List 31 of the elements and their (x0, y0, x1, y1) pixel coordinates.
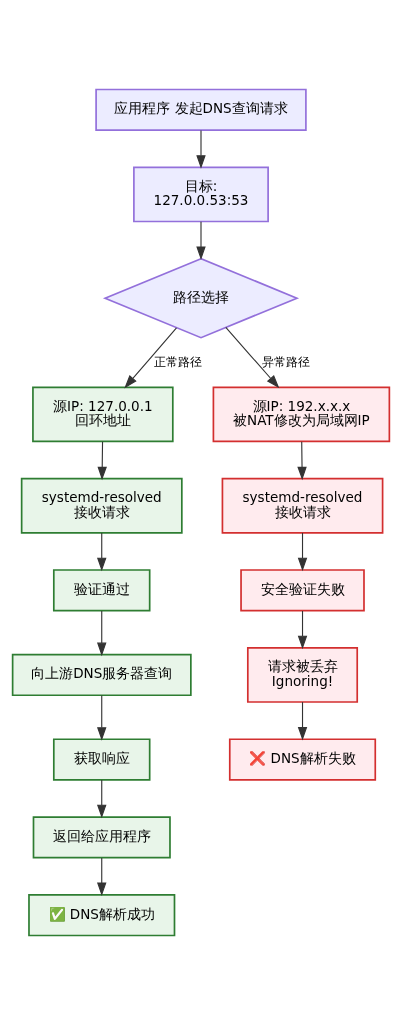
node-box: systemd-resolved 接收请求 (221, 477, 384, 534)
node-box: 源IP: 192.x.x.x 被NAT修改为局域网IP (212, 385, 391, 442)
arrow (97, 694, 107, 741)
node-diamond: 路径选择 (102, 257, 300, 339)
node-box: systemd-resolved 接收请求 (20, 477, 183, 534)
arrow (97, 440, 107, 480)
node-box: 获取响应 (52, 737, 151, 781)
node-box: 应用程序 发起DNS查询请求 (95, 88, 307, 131)
node-box: 验证通过 (52, 568, 151, 611)
arrow (97, 531, 107, 571)
node-box: ❌ DNS解析失败 (228, 737, 377, 781)
arrow (297, 531, 308, 571)
arrow (124, 326, 178, 388)
arrow (196, 129, 206, 169)
node-box: 安全验证失败 (240, 568, 365, 611)
arrow (97, 779, 107, 818)
edge-label: 异常路径 (261, 353, 310, 369)
arrow (225, 326, 280, 388)
arrow (297, 701, 308, 740)
node-box: 源IP: 127.0.0.1 回环地址 (32, 385, 174, 442)
arrow (297, 609, 308, 649)
arrow (97, 856, 107, 896)
node-box: ✅ DNS解析成功 (28, 893, 176, 936)
arrow (196, 220, 206, 260)
arrow (297, 440, 307, 480)
node-box: 请求被丢弃 Ignoring! (246, 646, 359, 703)
node-box: 返回给应用程序 (32, 815, 171, 858)
node-box: 向上游DNS服务器查询 (11, 653, 192, 696)
node-box: 目标: 127.0.0.53:53 (133, 166, 269, 222)
edge-label: 正常路径 (154, 353, 203, 369)
arrow (97, 609, 107, 656)
